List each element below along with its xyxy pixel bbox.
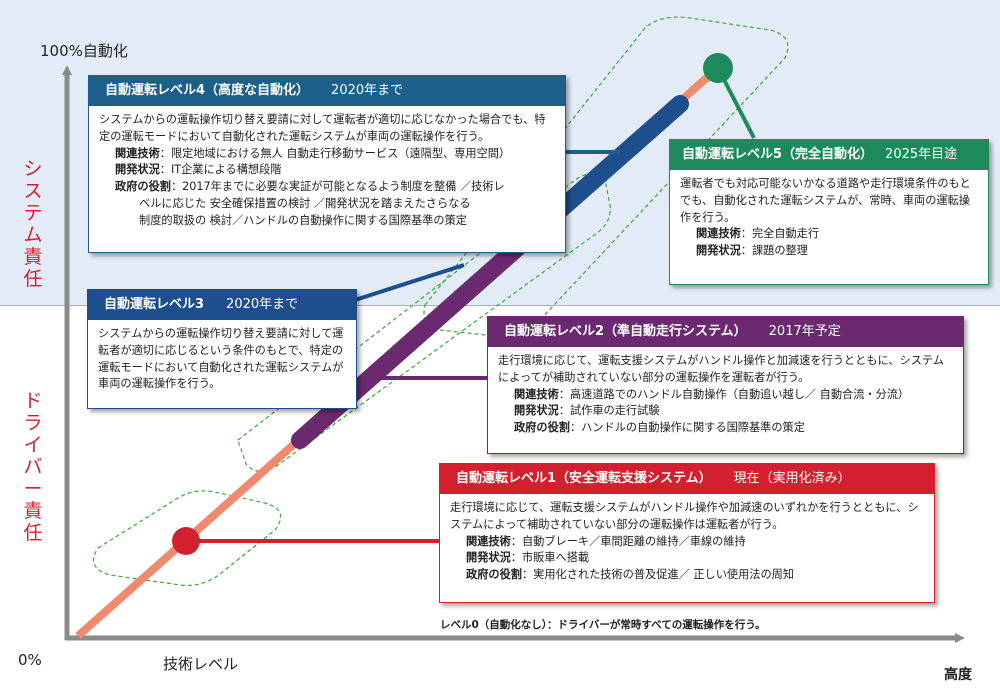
level1-item-gov: 政府の役割：実用化された技術の普及促進／ 正しい使用法の周知 xyxy=(466,568,795,582)
level5-description: 運転者でも対応可能ないかなる道路や走行環境条件のもとでも、自動化された運転システ… xyxy=(680,177,971,224)
level4-item-tech: 関連技術：限定地域における無人 自動走行移動サービス（遠隔型、専用空間） xyxy=(115,146,511,160)
y-axis-top-label: 100%自動化 xyxy=(40,42,128,60)
level2-description: 走行環境に応じて、運転支援システムがハンドル操作と加減速を行うとともに、システム… xyxy=(498,354,944,384)
level3-title: 自動運転レベル3 xyxy=(104,297,205,312)
level5-target: 2025年目途 xyxy=(885,147,958,162)
level4-body: システムからの運転操作切り替え要請に対して運転者が適切に応じなかった場合でも、特… xyxy=(89,106,565,236)
level1-box: 自動運転レベル1（安全運転支援システム） 現在（実用化済み） 走行環境に応じて、運… xyxy=(439,463,935,603)
level1-dot xyxy=(172,527,200,555)
y-axis-origin-label: 0% xyxy=(18,651,42,669)
dashed-region-level1 xyxy=(92,490,282,587)
level3-box: 自動運転レベル3 2020年まで システムからの運転操作切り替え要請に対して運転者… xyxy=(87,289,357,409)
level1-title: 自動運転レベル1（安全運転支援システム） xyxy=(456,471,712,486)
level2-item-gov: 政府の役割：ハンドルの自動操作に関する国際基準の策定 xyxy=(514,421,805,435)
level4-description: システムからの運転操作切り替え要請に対して運転者が適切に応じなかった場合でも、特… xyxy=(99,113,546,143)
x-axis-end-label: 高度 xyxy=(944,667,972,683)
connector-level3 xyxy=(354,263,465,302)
level5-dot xyxy=(703,53,733,83)
level1-target: 現在（実用化済み） xyxy=(733,471,851,486)
level2-item-status: 開発状況：試作車の走行試験 xyxy=(514,404,660,418)
zone-label-driver: ドライバー責任 xyxy=(23,390,43,544)
level2-title: 自動運転レベル2（準自動走行システム） xyxy=(504,324,747,339)
level2-item-tech: 関連技術：高速道路でのハンドル自動操作（自動追い越し／ 自動合流・分流） xyxy=(514,387,910,401)
level2-target: 2017年予定 xyxy=(768,324,841,339)
level2-body: 走行環境に応じて、運転支援システムがハンドル操作と加減速を行うとともに、システム… xyxy=(488,347,963,443)
level1-body: 走行環境に応じて、運転支援システムがハンドル操作や加減速のいずれかを行うとともに… xyxy=(440,494,934,590)
dashed-region-level4-5 xyxy=(423,16,789,337)
level1-item-status: 開発状況：市販車へ搭載 xyxy=(466,551,590,565)
level3-target: 2020年まで xyxy=(226,297,299,312)
level4-item-gov: 政府の役割：2017年までに必要な実証が可能となるよう制度を整備 ／技術レ xyxy=(115,180,505,194)
level2-header: 自動運転レベル2（準自動走行システム） 2017年予定 xyxy=(488,317,963,347)
x-axis-label: 技術レベル xyxy=(163,655,239,673)
level4-box: 自動運転レベル4（高度な自動化） 2020年まで システムからの運転操作切り替え要… xyxy=(88,75,566,253)
level3-description: システムからの運転操作切り替え要請に対して運転者が適切に応じるという条件のもとで… xyxy=(98,327,344,391)
level5-item-status: 開発状況：課題の整理 xyxy=(696,244,808,258)
level4-item-status: 開発状況：IT企業による構想段階 xyxy=(115,163,282,177)
level1-item-tech: 関連技術：自動ブレーキ／車間距離の維持／車線の維持 xyxy=(466,534,746,548)
level4-title: 自動運転レベル4（高度な自動化） xyxy=(105,83,310,98)
level1-header: 自動運転レベル1（安全運転支援システム） 現在（実用化済み） xyxy=(440,464,934,494)
level4-target: 2020年まで xyxy=(331,83,404,98)
level3-header: 自動運転レベル3 2020年まで xyxy=(88,290,356,320)
level4-gov-continued-2: 制度的取扱の 検討／ハンドルの自動操作に関する国際基準の策定 xyxy=(139,213,467,227)
level5-box: 自動運転レベル5（完全自動化） 2025年目途 運転者でも対応可能ないかなる道路や… xyxy=(669,139,989,285)
level1-description: 走行環境に応じて、運転支援システムがハンドル操作や加減速のいずれかを行うとともに… xyxy=(450,501,919,531)
level4-header: 自動運転レベル4（高度な自動化） 2020年まで xyxy=(89,76,565,106)
zone-divider xyxy=(0,305,1000,306)
level5-body: 運転者でも対応可能ないかなる道路や走行環境条件のもとでも、自動化された運転システ… xyxy=(670,170,988,266)
level4-gov-continued-1: ベルに応じた 安全確保措置の検討 ／開発状況を踏まえたさらなる xyxy=(139,196,471,210)
level2-box: 自動運転レベル2（準自動走行システム） 2017年予定 走行環境に応じて、運転支援… xyxy=(487,316,964,454)
level5-title: 自動運転レベル5（完全自動化） xyxy=(682,147,874,162)
level5-item-tech: 関連技術：完全自動走行 xyxy=(696,227,820,241)
level0-note: レベル0（自動化なし）：ドライバーが常時すべての運転操作を行う。 xyxy=(440,619,766,631)
zone-label-system: システム責任 xyxy=(23,158,43,290)
level5-header: 自動運転レベル5（完全自動化） 2025年目途 xyxy=(670,140,988,170)
level3-body: システムからの運転操作切り替え要請に対して運転者が適切に応じるという条件のもとで… xyxy=(88,320,356,399)
